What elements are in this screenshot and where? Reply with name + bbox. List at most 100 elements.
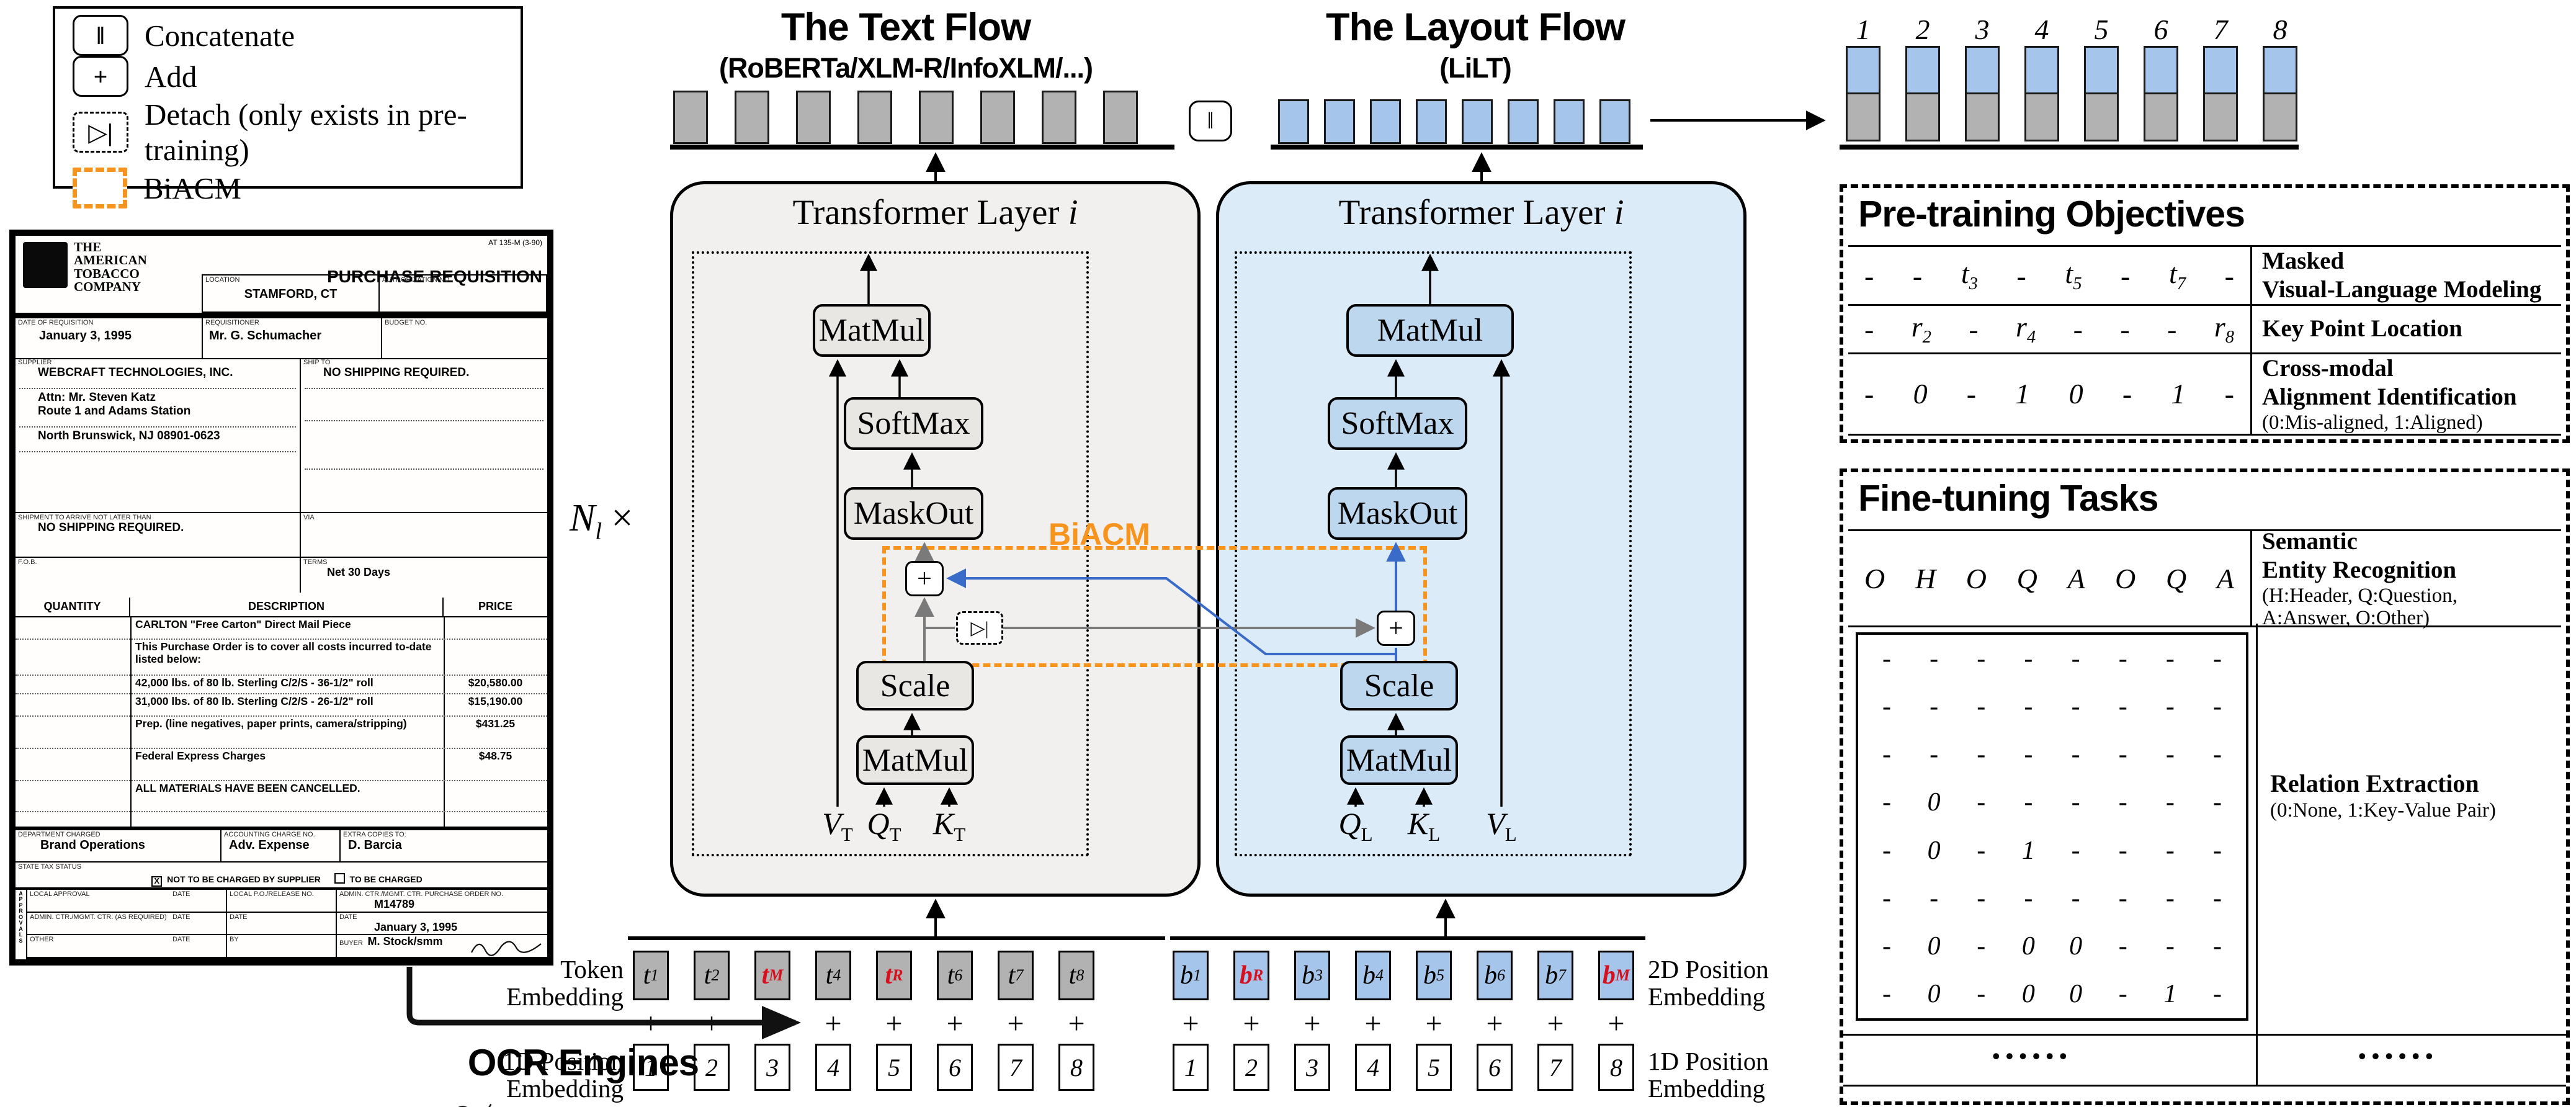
matrix-cell: -: [1882, 740, 1891, 769]
pos1d-box: 8: [1598, 1044, 1634, 1091]
matrix-cell: -: [2212, 644, 2222, 673]
matrix-cell: -: [1977, 884, 1986, 913]
token-plus-row: ++++++++: [633, 1006, 1094, 1041]
pretraining-cell: -: [1912, 259, 1923, 292]
matrix-cell: -: [1977, 980, 1986, 1009]
item-row: Prep. (line negatives, paper prints, cam…: [16, 715, 547, 749]
biacm-swatch-icon: [73, 168, 127, 208]
matrix-cell: 0: [1927, 980, 1941, 1009]
output-bar-text-part: [1846, 94, 1881, 141]
matrix-cell: -: [2118, 692, 2127, 721]
text-flow-subtitle: (RoBERTa/XLM-R/InfoXLM/...): [718, 52, 1093, 84]
matrix-row: --------: [1858, 884, 2246, 913]
output-bar: 1: [1846, 14, 1881, 141]
pretraining-cells: -r2-r4---r8: [1848, 306, 2250, 352]
output-bar-layout-part: [2024, 46, 2059, 94]
ser-cell: Q: [2016, 562, 2037, 594]
output-bar: 8: [2263, 14, 2297, 141]
matrix-cell: -: [1977, 644, 1986, 673]
matrix-cell: -: [2118, 932, 2127, 961]
plus-sign: +: [703, 1007, 720, 1040]
items-header: QUANTITY DESCRIPTION PRICE: [16, 598, 547, 617]
matrix-cell: -: [1930, 740, 1939, 769]
plus-sign: +: [1243, 1007, 1260, 1040]
output-bar-layout-part: [2203, 46, 2238, 94]
relation-extraction-matrix: -------------------------0-------0-1----…: [1856, 632, 2248, 1021]
plus-sign: +: [1364, 1007, 1382, 1040]
matrix-cell: -: [1977, 932, 1986, 961]
biacm-dashed-box: [882, 546, 1427, 667]
pretraining-cell: -: [2016, 259, 2026, 292]
layout-maskout-block: MaskOut: [1328, 487, 1467, 540]
pos1d-box: 4: [1355, 1044, 1391, 1091]
item-price: $20,580.00: [468, 676, 523, 689]
output-bar-layout-part: [1846, 46, 1881, 94]
matrix-cell: -: [2165, 932, 2175, 961]
plus-sign: +: [946, 1007, 964, 1040]
text-scale-block: Scale: [856, 661, 974, 710]
layout-softmax-block: SoftMax: [1328, 397, 1467, 450]
ser-cell: O: [2115, 562, 2136, 594]
ocr-engines-label: OCR Engines: [467, 1042, 699, 1083]
matrix-cell: -: [1977, 788, 1986, 817]
matrix-cell: -: [2071, 788, 2080, 817]
text-flow-title: The Text Flow: [780, 6, 1031, 49]
plus-sign: +: [1182, 1007, 1199, 1040]
layout-query-label: QL: [1338, 806, 1373, 845]
text-state-bar: [673, 91, 708, 144]
matrix-cell: -: [1882, 884, 1891, 913]
text-hidden-state-bars: [673, 91, 1138, 144]
plus-sign: +: [885, 1007, 903, 1040]
matrix-cell: -: [2024, 884, 2033, 913]
arrive-field: SHIPMENT TO ARRIVE NOT LATER THAN NO SHI…: [16, 512, 301, 557]
pos1d-box: 7: [998, 1044, 1034, 1091]
plus-sign: +: [764, 1007, 781, 1040]
checkbox-empty: [334, 873, 345, 884]
pretraining-cell: -: [2121, 259, 2131, 292]
matrix-row: --------: [1858, 644, 2246, 674]
legend-box: ‖Concatenate+Add▷|Detach (only exists in…: [53, 6, 523, 208]
pretraining-cell: -: [2073, 313, 2083, 345]
pos1d-box: 1: [633, 1044, 669, 1091]
plus-sign: +: [1547, 1007, 1564, 1040]
layout-layer-title: Transformer Layer i: [1338, 193, 1624, 232]
pretraining-cell: 1: [2171, 378, 2186, 410]
matrix-cell: -: [2212, 788, 2222, 817]
authorization-field: AUTHORIZATION NO.: [380, 274, 547, 313]
layout-state-bar: [1554, 99, 1585, 144]
layout-key-label: KL: [1407, 806, 1441, 845]
output-bar-layout-part: [1905, 46, 1940, 94]
pretraining-cell: -: [1864, 259, 1874, 292]
matrix-cell: -: [1977, 836, 1986, 865]
layout-state-bar: [1416, 99, 1447, 144]
text-matmul-top-block: MatMul: [813, 304, 931, 357]
matrix-cell: -: [2024, 692, 2033, 721]
matrix-row: --------: [1858, 692, 2246, 722]
plus-sign: +: [825, 1007, 842, 1040]
pos1d-box: 4: [815, 1044, 851, 1091]
add-icon: +: [73, 56, 128, 97]
item-row: CARLTON "Free Carton" Direct Mail Piece: [16, 616, 547, 640]
item-row: 42,000 lbs. of 80 lb. Sterling C/2/S - 3…: [16, 675, 547, 694]
concatenate-node: ‖: [1189, 101, 1232, 141]
location-field: LOCATION STAMFORD, CT: [202, 274, 380, 313]
output-bar-index: 6: [2153, 14, 2168, 45]
item-row: ALL MATERIALS HAVE BEEN CANCELLED.: [16, 780, 547, 812]
